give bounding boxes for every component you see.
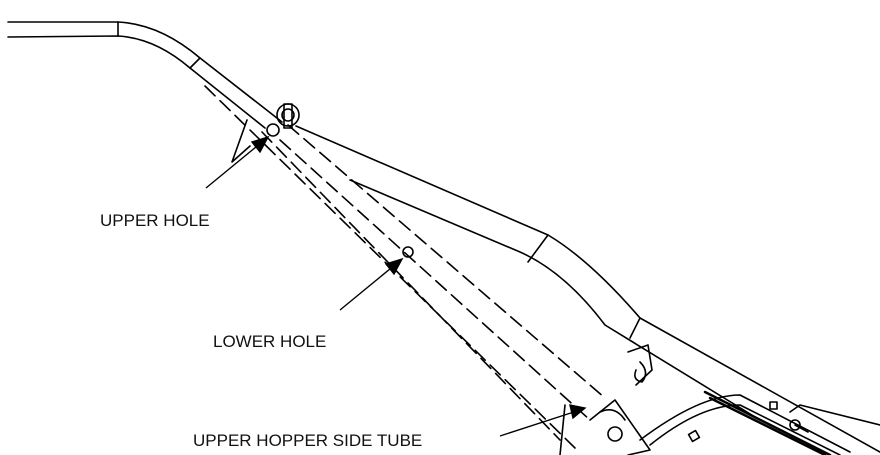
main-tube <box>295 125 880 453</box>
side-tube-label: UPPER HOPPER SIDE TUBE <box>193 431 422 450</box>
upper-hole-leader <box>205 141 263 189</box>
upper-hole-label: UPPER HOLE <box>100 211 210 230</box>
lower-hole-circle <box>402 246 414 258</box>
leaders <box>205 135 587 437</box>
side-tube-arrowhead <box>569 404 587 420</box>
clamp-assembly <box>559 344 880 455</box>
lower-hole-leader <box>339 263 397 311</box>
upper-bracket <box>231 119 251 163</box>
lower-hole-label: LOWER HOLE <box>213 332 326 351</box>
lower-hole-arrowhead <box>384 257 404 276</box>
upper-hole-arrowhead <box>250 135 270 154</box>
side-tube-leader <box>499 409 581 437</box>
upper-hole-circle <box>266 123 280 137</box>
handle-tube <box>7 21 283 129</box>
